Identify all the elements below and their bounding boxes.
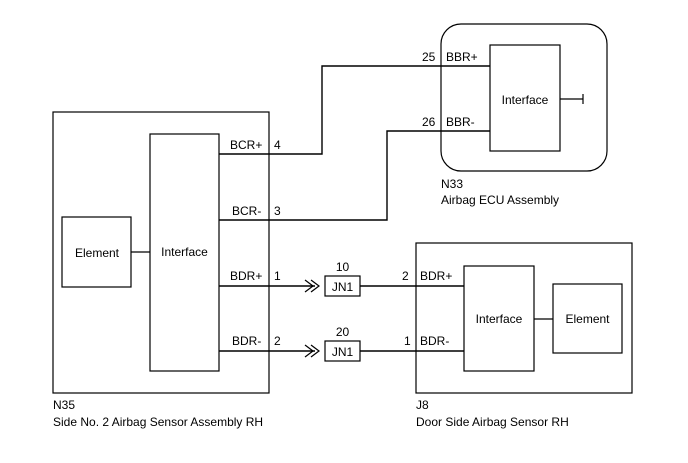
n33-outline: [440, 23, 608, 172]
n35-bdr-minus-signal: BDR-: [232, 334, 261, 348]
module-j8: Interface Element J8 Door Side Airbag Se…: [415, 242, 633, 429]
n35-name: Side No. 2 Airbag Sensor Assembly RH: [53, 415, 263, 429]
wire-bcr-minus: BCR- 3 26 BBR-: [219, 115, 490, 221]
n35-bcr-minus-pin: 3: [274, 204, 281, 218]
j8-bdr-minus-signal: BDR-: [420, 334, 449, 348]
n35-bcr-plus-signal: BCR+: [230, 138, 262, 152]
connector-chevron-icon: [304, 344, 320, 358]
n33-bbr-plus-pin: 25: [422, 50, 436, 64]
n33-interface-box: [489, 44, 561, 152]
wire-bcr-plus-path: [219, 65, 490, 155]
n35-bcr-minus-signal: BCR-: [232, 204, 261, 218]
j8-interface-label: Interface: [476, 312, 523, 326]
wire-bdr-minus: JN1 20 BDR- 2 1 BDR-: [219, 325, 464, 362]
junction-jn1-top-label: JN1: [332, 280, 354, 294]
n35-bdr-minus-pin: 2: [274, 334, 281, 348]
n35-bcr-plus-pin: 4: [274, 138, 281, 152]
j8-outline: [415, 242, 633, 394]
wire-bdr-plus: JN1 10 BDR+ 1 2 BDR+: [219, 260, 464, 297]
j8-bdr-plus-signal: BDR+: [420, 269, 452, 283]
module-n35: Element Interface N35 Side No. 2 Airbag …: [52, 111, 270, 429]
junction-jn1-top-pin: 10: [336, 260, 350, 274]
n33-name: Airbag ECU Assembly: [441, 193, 559, 207]
n33-bbr-plus-signal: BBR+: [446, 50, 478, 64]
wire-bcr-plus: BCR+ 4 25 BBR+: [219, 50, 490, 155]
n35-interface-label: Interface: [161, 245, 208, 259]
n35-outline: [52, 111, 270, 394]
j8-element-label: Element: [565, 312, 610, 326]
junction-jn1-bottom-label: JN1: [332, 345, 354, 359]
n33-bbr-minus-signal: BBR-: [446, 115, 475, 129]
j8-name: Door Side Airbag Sensor RH: [416, 415, 569, 429]
n35-bdr-plus-signal: BDR+: [230, 269, 262, 283]
n33-interface-label: Interface: [502, 93, 549, 107]
wire-bcr-minus-path: [219, 130, 490, 221]
j8-bdr-plus-pin: 2: [402, 269, 409, 283]
n35-code: N35: [53, 398, 75, 412]
n35-bdr-plus-pin: 1: [274, 269, 281, 283]
n35-element-label: Element: [75, 246, 120, 260]
junction-jn1-bottom-pin: 20: [336, 325, 350, 339]
n33-bbr-minus-pin: 26: [422, 115, 436, 129]
n33-code: N33: [441, 177, 463, 191]
module-n33: Interface N33 Airbag ECU Assembly: [440, 23, 608, 207]
connector-chevron-icon: [304, 279, 320, 293]
j8-bdr-minus-pin: 1: [404, 334, 411, 348]
j8-code: J8: [416, 398, 429, 412]
